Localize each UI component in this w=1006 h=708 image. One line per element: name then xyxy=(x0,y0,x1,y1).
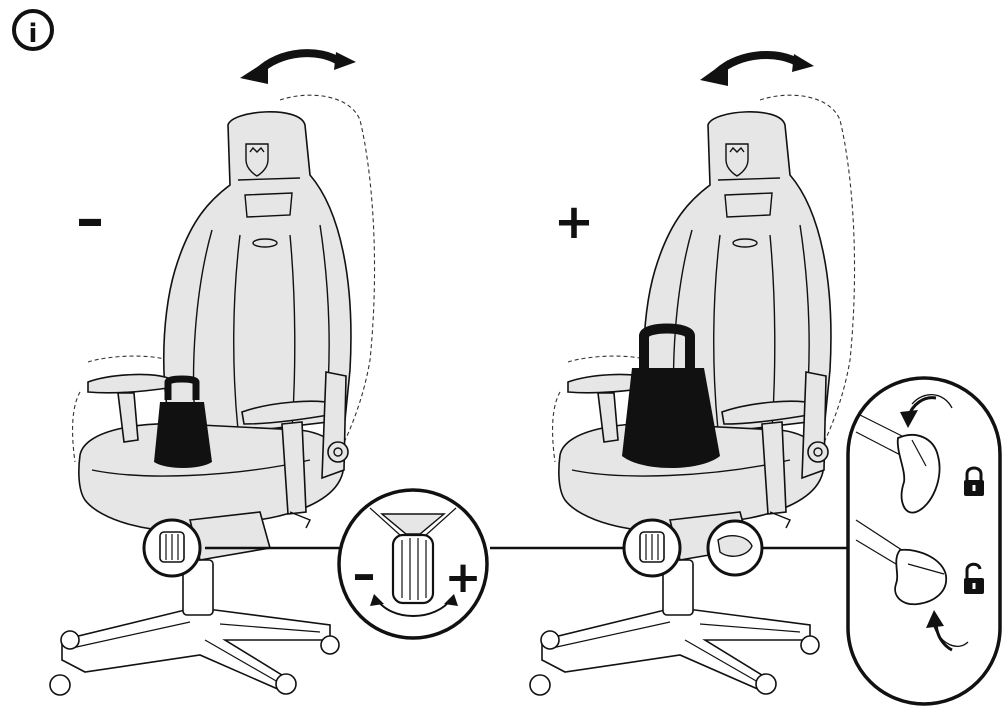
lever-highlight xyxy=(706,519,764,577)
right-knob-highlight xyxy=(622,518,682,578)
left-knob-highlight xyxy=(142,518,202,578)
info-icon: i xyxy=(12,9,54,51)
left-minus-sign: – xyxy=(76,187,104,252)
arrow-down-icon xyxy=(900,410,918,428)
svg-text:i: i xyxy=(29,19,38,49)
arrow-up-icon xyxy=(926,610,944,628)
large-weight-icon xyxy=(622,323,720,468)
left-rock-arrow-icon xyxy=(240,49,356,84)
right-plus-sign: + xyxy=(554,194,594,250)
left-chair xyxy=(49,94,376,696)
lever-unlocked-icon xyxy=(894,548,947,606)
lever-locked-icon xyxy=(896,434,941,514)
knob-plus-sign: + xyxy=(445,552,482,603)
tension-knob-icon xyxy=(391,533,435,605)
small-weight-icon xyxy=(154,375,212,468)
knob-detail: – + xyxy=(337,488,489,640)
lock-detail xyxy=(846,376,1002,706)
knob-minus-sign: – xyxy=(353,547,376,601)
right-rock-arrow-icon xyxy=(700,51,814,86)
